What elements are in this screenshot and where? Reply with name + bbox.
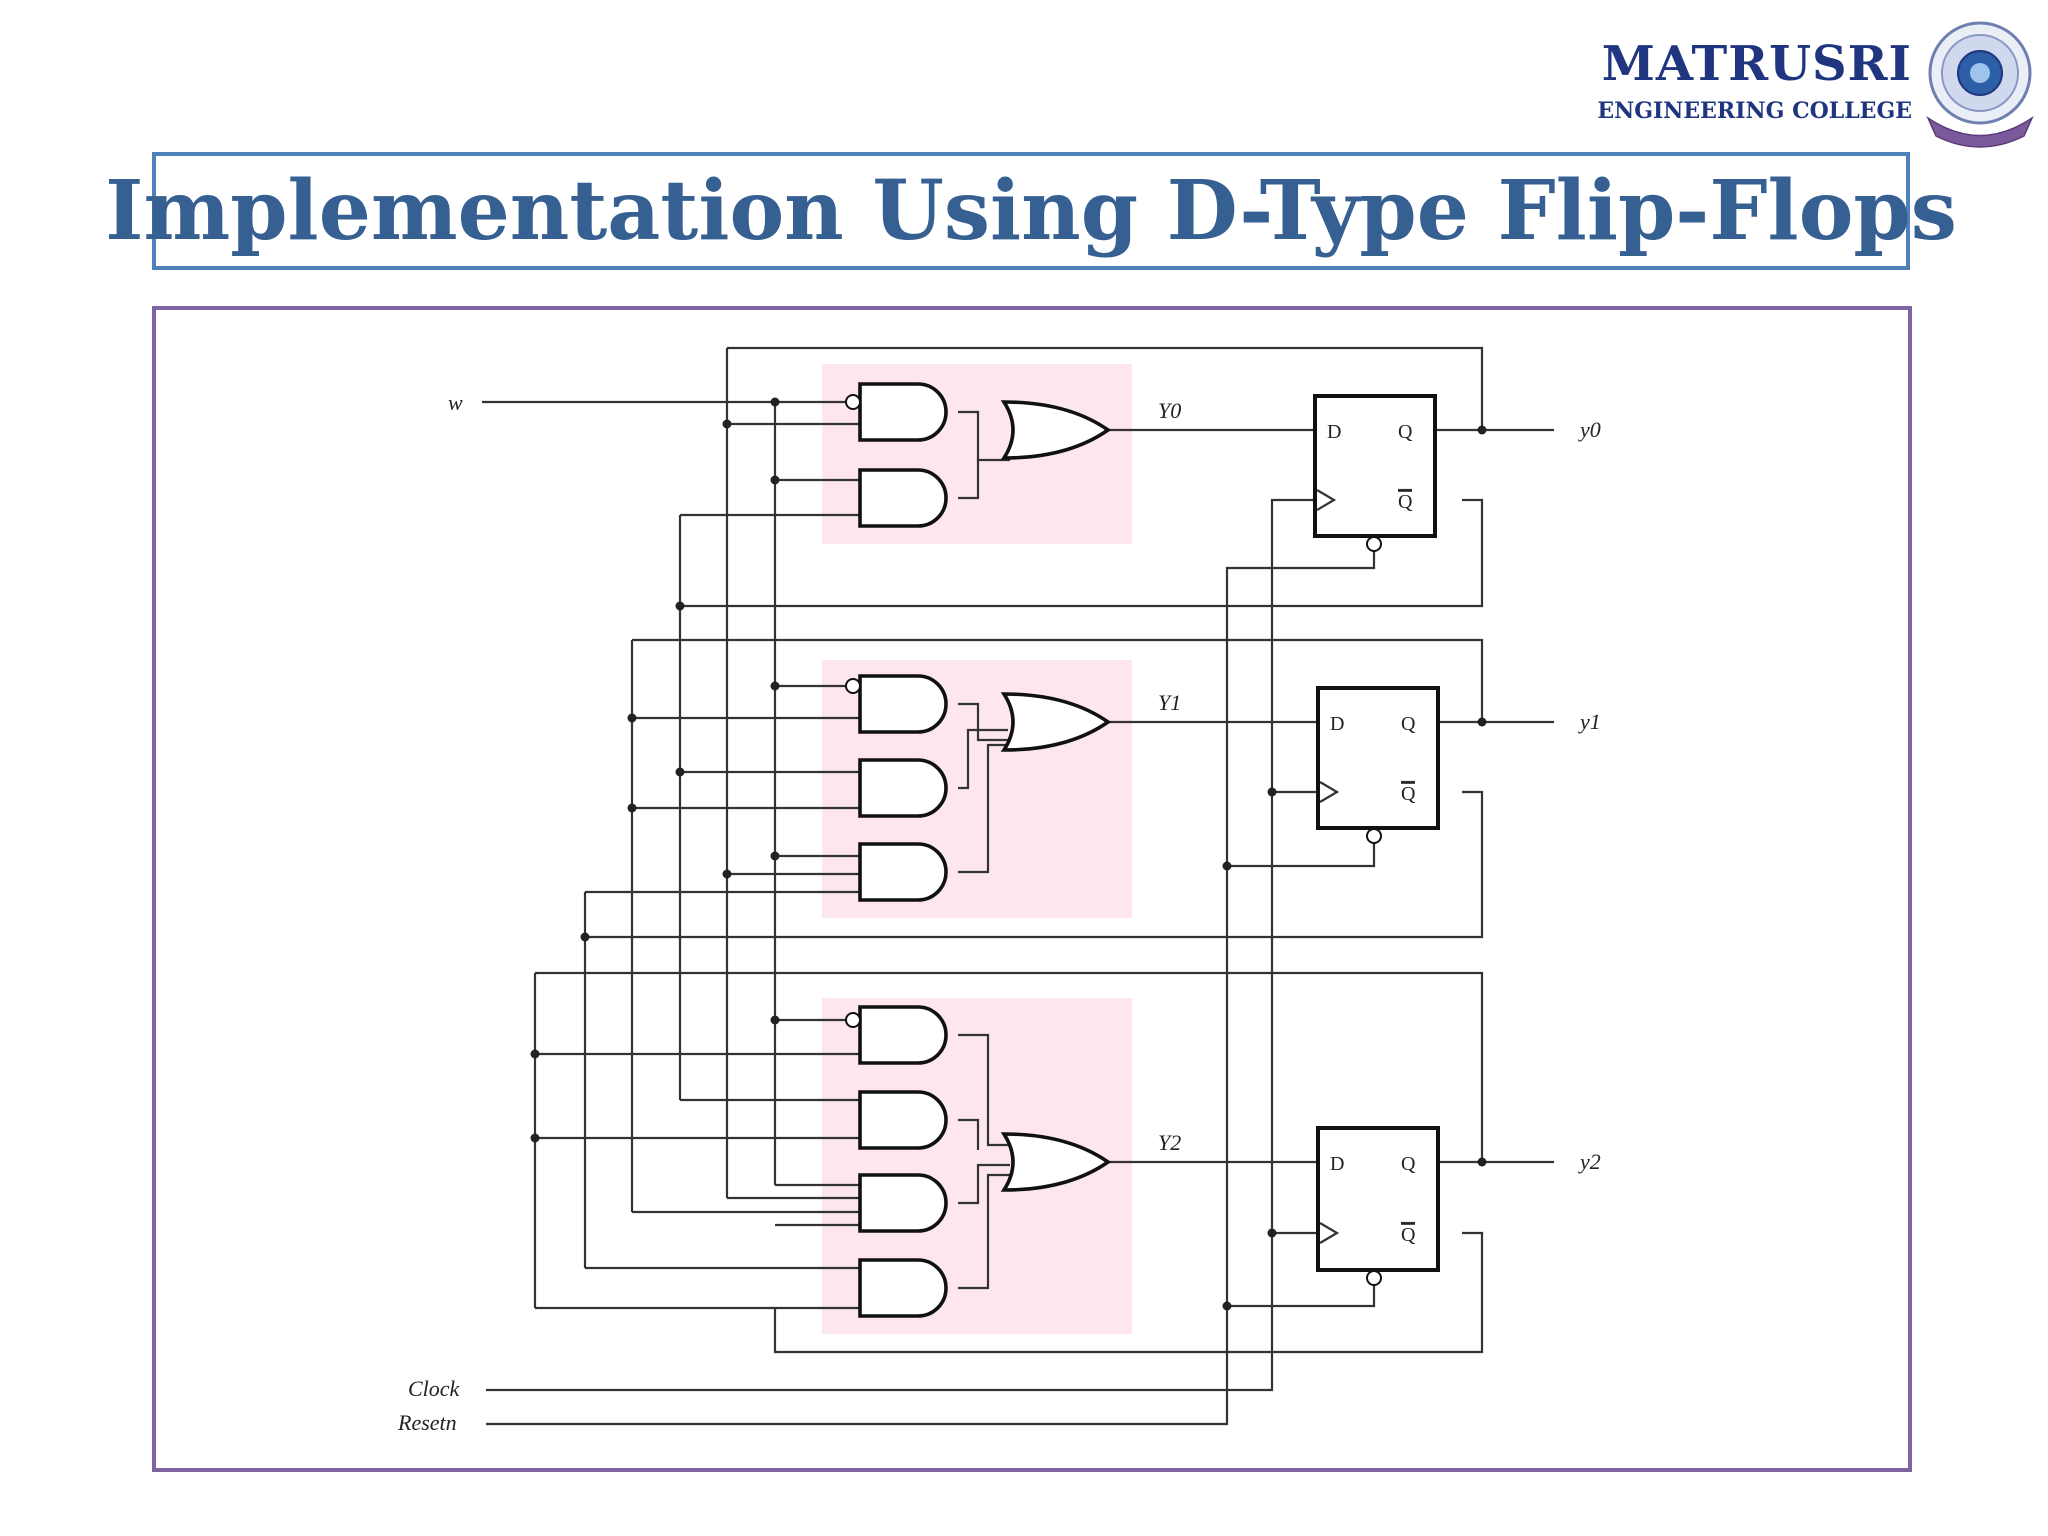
pin-qbar: Q <box>1401 1224 1416 1246</box>
pin-q: Q <box>1398 421 1413 443</box>
and-gates <box>858 382 948 1318</box>
college-seal-icon <box>1926 21 2034 148</box>
logo-name: MATRUSRI <box>1601 36 1912 92</box>
circuit-diagram: D Q Q D Q Q D Q Q <box>152 306 1912 1472</box>
pin-d: D <box>1327 421 1341 443</box>
or-gate <box>1000 1132 1112 1192</box>
flip-flop-0: D Q Q <box>1313 394 1437 552</box>
and-gate <box>858 758 948 818</box>
flip-flop-1: D Q Q <box>1316 686 1440 844</box>
and-gate <box>858 1090 948 1150</box>
inversion-bubbles <box>845 394 861 1028</box>
output-label-2: y2 <box>1578 1149 1601 1174</box>
or-gates <box>1000 400 1112 1192</box>
next-state-label-1: Y1 <box>1158 690 1181 715</box>
clock-label: Clock <box>408 1376 461 1401</box>
next-state-label-0: Y0 <box>1158 398 1181 423</box>
and-gate <box>858 674 948 734</box>
resetn-label: Resetn <box>397 1410 457 1435</box>
pin-q: Q <box>1401 713 1416 735</box>
circuit-svg: D Q Q D Q Q D Q Q <box>397 346 1601 1435</box>
pin-q: Q <box>1401 1153 1416 1175</box>
output-label-0: y0 <box>1578 417 1601 442</box>
pin-d: D <box>1330 713 1344 735</box>
and-gate <box>858 1005 948 1065</box>
next-state-label-2: Y2 <box>1158 1130 1181 1155</box>
input-w-label: w <box>448 390 463 415</box>
and-gate <box>858 1258 948 1318</box>
or-gate <box>1000 692 1112 752</box>
output-label-1: y1 <box>1578 709 1601 734</box>
flip-flop-2: D Q Q <box>1316 1126 1440 1286</box>
or-gate <box>1000 400 1112 460</box>
and-gate <box>858 842 948 902</box>
junction-dots <box>530 397 1487 1311</box>
logo-subtitle: ENGINEERING COLLEGE <box>1597 98 1912 124</box>
and-gate <box>858 468 948 528</box>
and-gate <box>858 382 948 442</box>
pin-qbar: Q <box>1401 783 1416 805</box>
and-gate <box>858 1173 948 1233</box>
pin-qbar: Q <box>1398 491 1413 513</box>
title-box: Implementation Using D-Type Flip-Flops <box>105 152 1957 270</box>
college-logo: MATRUSRI ENGINEERING COLLEGE <box>1590 18 2040 148</box>
pin-d: D <box>1330 1153 1344 1175</box>
slide-title: Implementation Using D-Type Flip-Flops <box>105 163 1957 259</box>
